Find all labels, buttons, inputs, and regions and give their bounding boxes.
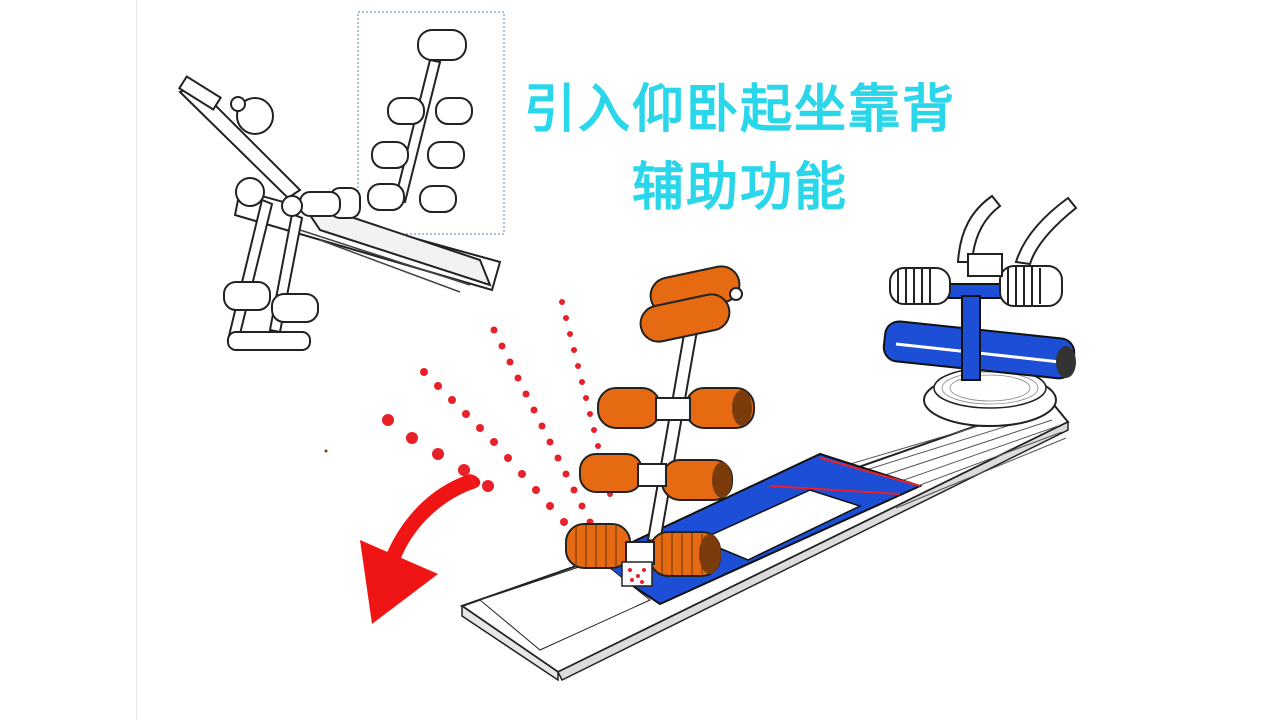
headline: 引入仰卧起坐靠背 辅助功能 xyxy=(460,78,1020,220)
headline-line-2: 辅助功能 xyxy=(631,158,848,218)
headline-line-1: 引入仰卧起坐靠背 xyxy=(523,80,956,140)
motion-dots xyxy=(324,299,613,526)
product-sketch-icon xyxy=(177,11,505,351)
product-colored-icon xyxy=(459,194,1078,682)
page-margin-line xyxy=(136,0,137,720)
curved-arrow-icon xyxy=(360,474,481,624)
